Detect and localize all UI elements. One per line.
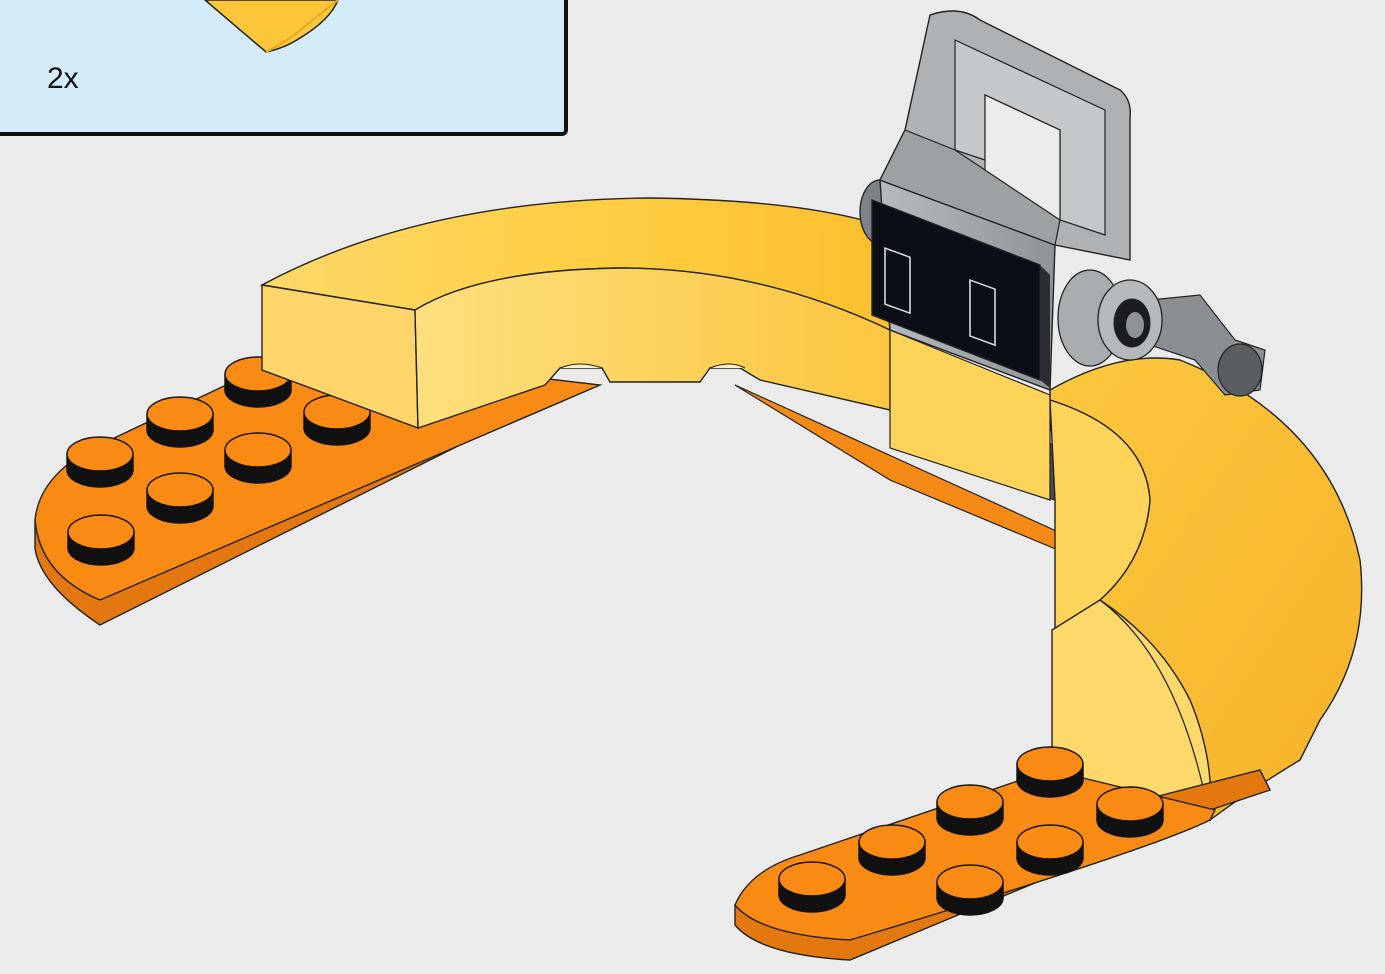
gray-handle-part [860,11,1265,396]
yellow-arch-right [890,330,1362,820]
